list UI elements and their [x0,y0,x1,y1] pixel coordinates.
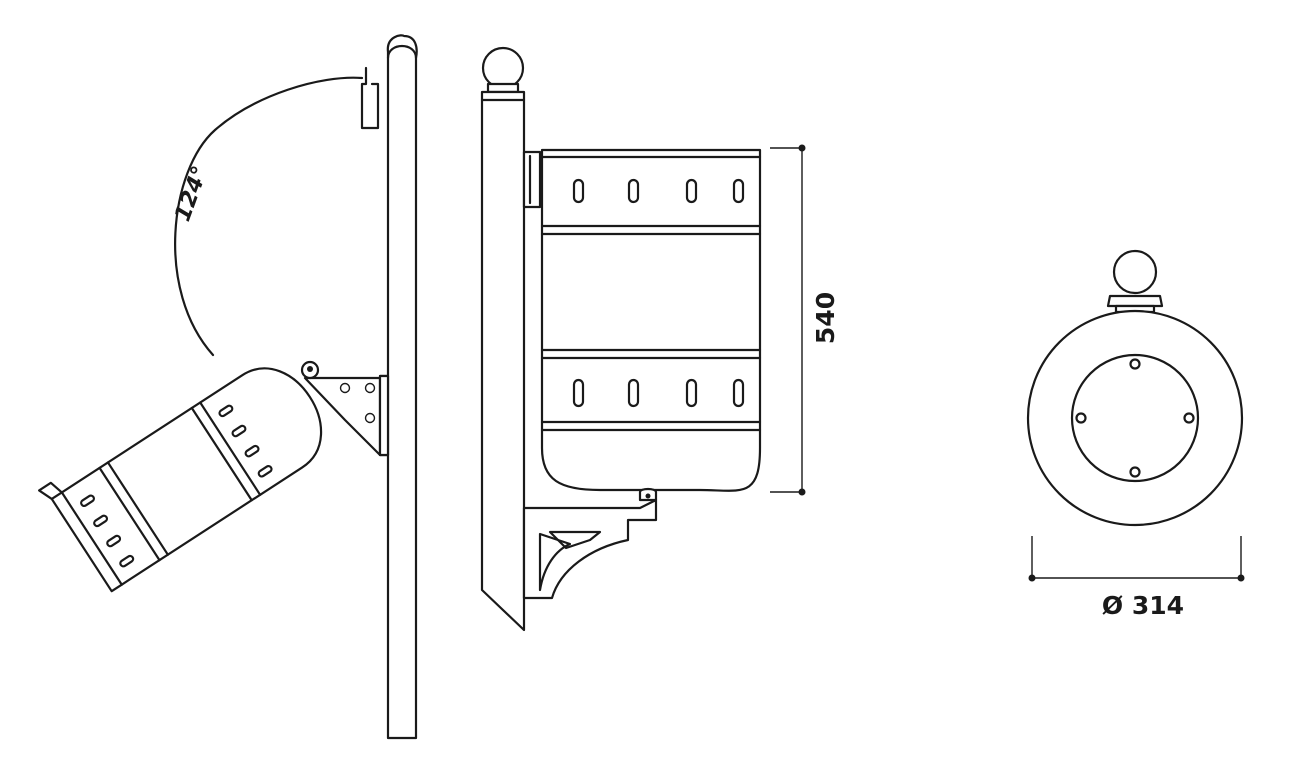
support-bracket [522,498,658,600]
pole-left-cap [386,44,418,60]
pole-left [386,34,418,740]
angle-label: 124° [170,163,213,225]
height-label: 540 [811,292,840,344]
top-finial [1112,249,1158,295]
tilted-view: 124° [38,34,418,740]
tilted-bin [38,367,323,593]
finial-ball [481,46,525,90]
diameter-label: Ø 314 [1102,591,1184,620]
bin-body [540,148,762,492]
pole-middle [480,90,526,632]
inner-lid [1070,353,1200,483]
swing-arc [174,76,364,357]
top-hook [360,66,380,130]
side-view: 540 [480,46,840,632]
top-view: Ø 314 [1026,249,1245,620]
